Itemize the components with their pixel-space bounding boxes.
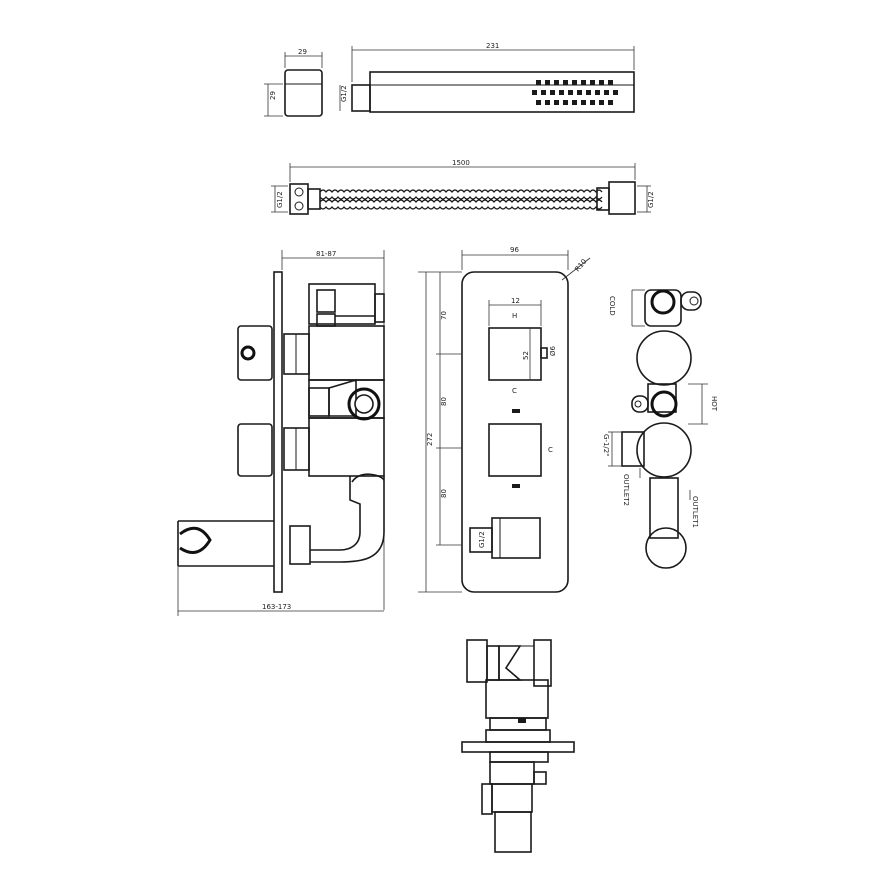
side-depth-label: 81-87: [316, 250, 336, 258]
side-elbow: [310, 476, 361, 551]
nozzle: [545, 100, 550, 105]
nozzle-grid: [532, 80, 618, 105]
plate-height-label: 272: [426, 433, 434, 446]
nozzle: [595, 90, 600, 95]
front-plate: [461, 271, 569, 593]
side-knob-bottom: [237, 423, 273, 477]
nozzle: [586, 90, 591, 95]
nozzle: [572, 100, 577, 105]
nozzle: [608, 100, 613, 105]
outlet1-label: OUTLET1: [691, 496, 699, 528]
diverter-spindle: [494, 811, 532, 853]
side-wall-plate: [273, 271, 283, 593]
handset-thread-label: G1/2: [340, 85, 348, 102]
diverter-side-cap: [466, 639, 488, 683]
nozzle: [532, 90, 537, 95]
nozzle: [613, 90, 618, 95]
hot-port: [650, 390, 678, 418]
head-block: [284, 69, 323, 117]
hose-ferrule-left: [307, 188, 321, 210]
nozzle: [590, 80, 595, 85]
knob-marker-c2: C: [548, 446, 553, 454]
rear-cartridge-bottom: [636, 422, 692, 478]
nozzle: [577, 90, 582, 95]
side-hand-holder: [177, 520, 274, 567]
knob-marker-c1: C: [512, 387, 517, 395]
knob-size-label: 52: [522, 351, 530, 360]
nozzle: [581, 80, 586, 85]
nozzle: [599, 80, 604, 85]
plate-width-label: 96: [510, 246, 519, 254]
head-width-label: 29: [298, 48, 307, 56]
valve-front-view: 96 R10 272 70 80 80 12 H 52 Ø6 C C: [418, 246, 591, 593]
head-height-label: 29: [269, 91, 277, 100]
hand-shower: 231 G1/2: [339, 42, 635, 113]
nozzle: [536, 80, 541, 85]
middle-span-label: 80: [440, 397, 448, 406]
nozzle: [599, 100, 604, 105]
outlet2-label: OUTLET2: [622, 474, 630, 506]
lower-span-label: 80: [440, 489, 448, 498]
nozzle: [536, 100, 541, 105]
nozzle: [581, 100, 586, 105]
hose-thread-left-label: G1/2: [276, 191, 284, 208]
nozzle: [604, 90, 609, 95]
diverter-flange: [461, 741, 575, 753]
nozzle: [563, 80, 568, 85]
rear-thread-label: G-1/2": [602, 434, 610, 456]
rear-outlet-cap: [645, 527, 687, 569]
diverter-detail: [461, 639, 575, 853]
knob-hole-label: Ø6: [549, 345, 557, 356]
front-knob-middle: [488, 423, 542, 477]
plate-radius-label: R10: [573, 258, 588, 274]
hose-cone-right: [608, 181, 636, 215]
nozzle: [554, 100, 559, 105]
cold-label: COLD: [608, 296, 616, 316]
front-knob-top: [488, 327, 542, 381]
nozzle: [541, 90, 546, 95]
hose-coil-bottom: [319, 199, 603, 210]
handset-body: [369, 71, 635, 113]
diverter-thread-label: G1/2: [478, 531, 486, 548]
knob-marker-h: H: [512, 312, 517, 320]
rear-cartridge-top: [636, 330, 692, 386]
front-diverter: [491, 517, 541, 559]
side-total-label: 163-173: [262, 603, 291, 611]
knob-offset-label: 12: [511, 297, 520, 305]
nozzle: [572, 80, 577, 85]
nozzle: [554, 80, 559, 85]
handset-length-label: 231: [486, 42, 499, 50]
side-knob-top: [237, 325, 273, 381]
handset-connector: [351, 84, 371, 112]
cold-port: [650, 289, 676, 315]
shower-hose: 1500 G1/2 G1/2: [271, 159, 655, 215]
nozzle: [590, 100, 595, 105]
nozzle: [559, 90, 564, 95]
nozzle: [550, 90, 555, 95]
valve-side-view: 81-87 163-173: [177, 250, 385, 616]
hot-label: HOT: [710, 396, 718, 412]
upper-span-label: 70: [440, 311, 448, 320]
valve-rear-body: COLD HOT G-1/2" OUTLET2 OUTLET1: [602, 289, 718, 569]
shower-head-end-view: 29 29: [264, 48, 323, 117]
hose-coil-top: [319, 189, 603, 200]
nozzle: [563, 100, 568, 105]
side-port-ring: [347, 387, 381, 421]
nozzle: [545, 80, 550, 85]
hose-thread-right-label: G1/2: [647, 191, 655, 208]
nozzle: [568, 90, 573, 95]
hose-length-label: 1500: [452, 159, 470, 167]
nozzle: [608, 80, 613, 85]
